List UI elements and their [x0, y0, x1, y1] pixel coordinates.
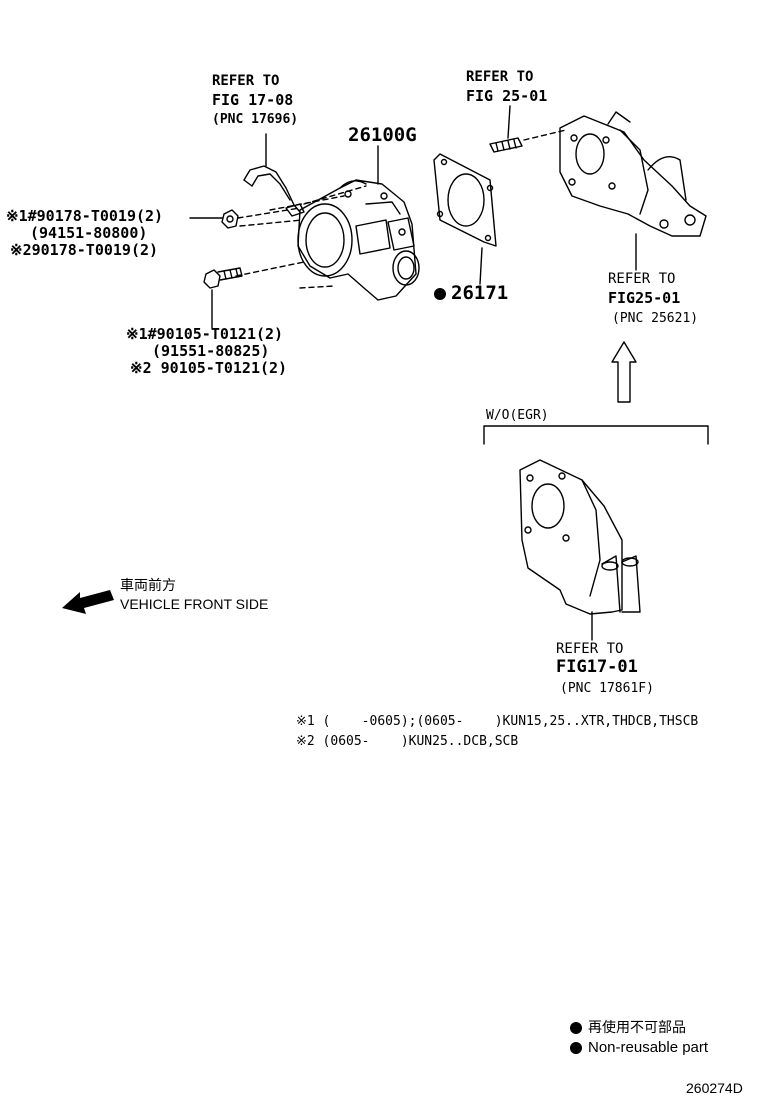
- ref-top-left-line3: (PNC 17696): [212, 112, 299, 127]
- ref-top-left-line2: FIG 17-08: [212, 91, 294, 109]
- diagram-code: 260274D: [686, 1080, 743, 1096]
- direction-label-jp: 車両前方: [120, 577, 176, 593]
- direction-label-en: VEHICLE FRONT SIDE: [120, 596, 269, 612]
- gasket: [433, 153, 497, 247]
- stud-bolt: [489, 137, 523, 153]
- nut-part-number-2[interactable]: ※290178-T0019(2): [10, 241, 159, 259]
- intake-manifold-part: [559, 111, 707, 237]
- ref-right-mid-line3: (PNC 25621): [612, 311, 699, 326]
- non-reusable-mark-icon: [434, 288, 446, 300]
- bolt-part-number-2[interactable]: ※2 90105-T0121(2): [130, 359, 288, 377]
- bolt: [203, 267, 243, 289]
- variant-label: W/O(EGR): [486, 408, 549, 423]
- bolt-part-number-alt[interactable]: (91551-80825): [152, 342, 270, 360]
- throttle-body: [297, 179, 420, 301]
- legend-dot-icon: [570, 1042, 582, 1054]
- nut-part-number-alt[interactable]: (94151-80800): [30, 224, 148, 242]
- lower-intake-part: [519, 459, 641, 615]
- nut: [221, 209, 239, 229]
- variant-bracket: [483, 425, 709, 445]
- applicability-note-1: ※1 ( -0605);(0605- )KUN15,25..XTR,THDCB,…: [296, 714, 699, 729]
- nut-part-number-1[interactable]: ※1#90178-T0019(2): [6, 207, 164, 225]
- direction-arrow-icon: [62, 590, 114, 614]
- legend-label-jp: 再使用不可部品: [588, 1019, 686, 1035]
- ref-top-right-line2: FIG 25-01: [466, 87, 548, 105]
- part-number-gasket[interactable]: 26171: [451, 282, 509, 304]
- bolt-part-number-1[interactable]: ※1#90105-T0121(2): [126, 325, 284, 343]
- ref-bottom-line1: REFER TO: [556, 641, 624, 657]
- applicability-note-2: ※2 (0605- )KUN25..DCB,SCB: [296, 734, 519, 749]
- ref-bottom-line2: FIG17-01: [556, 657, 638, 677]
- bracket-clip: [243, 165, 305, 217]
- ref-bottom-line3: (PNC 17861F): [560, 681, 654, 696]
- leader-stud: [507, 105, 511, 139]
- ref-top-right-line1: REFER TO: [466, 69, 534, 85]
- part-number-throttle-body[interactable]: 26100G: [348, 124, 417, 146]
- ref-right-mid-line1: REFER TO: [608, 271, 676, 287]
- alignment-lines: [235, 129, 567, 289]
- ref-right-mid-line2: FIG25-01: [608, 289, 681, 307]
- leader-gasket: [479, 247, 483, 285]
- legend-label-en: Non-reusable part: [588, 1039, 709, 1056]
- ref-top-left-line1: REFER TO: [212, 73, 280, 89]
- up-arrow: [611, 341, 637, 403]
- legend-dot-icon: [570, 1022, 582, 1034]
